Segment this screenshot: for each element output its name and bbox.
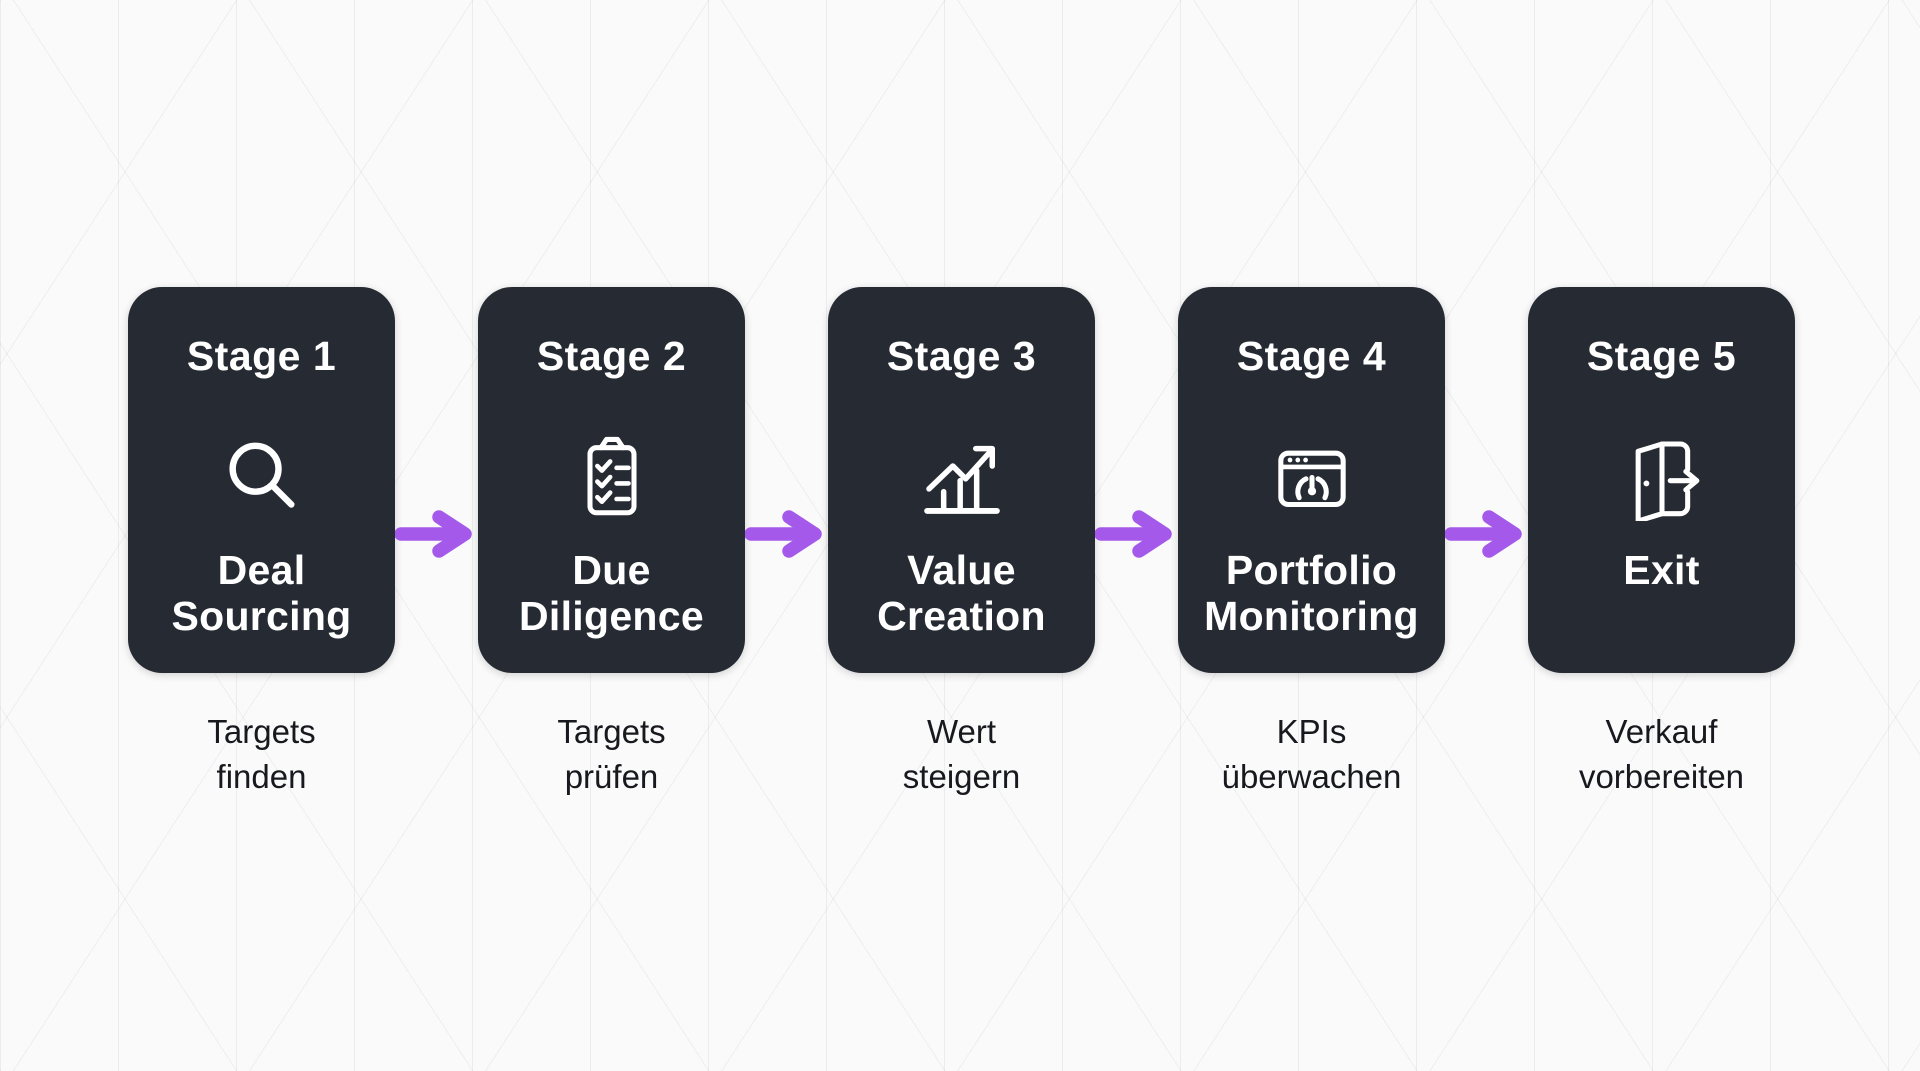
- stage-caption-line: prüfen: [564, 758, 659, 795]
- search-icon: [218, 433, 306, 521]
- stage-caption-line: Targets: [557, 713, 666, 750]
- stage-caption-line: überwachen: [1221, 758, 1402, 795]
- stage-card-2: Stage 2 Due Diligence: [478, 287, 745, 673]
- flow-arrow-icon: [1445, 510, 1522, 558]
- stage-column-3: Stage 3 Value Creation: [828, 287, 1095, 799]
- stage-title-line: Due: [572, 547, 651, 593]
- stage-caption: Verkauf vorbereiten: [1579, 709, 1744, 799]
- stage-number-label: Stage 1: [186, 333, 337, 379]
- stage-card-3: Stage 3 Value Creation: [828, 287, 1095, 673]
- stage-column-4: Stage 4 Portfolio: [1178, 287, 1445, 799]
- stage-caption: Wert steigern: [903, 709, 1020, 799]
- stage-caption-line: vorbereiten: [1578, 758, 1745, 795]
- stage-title-line: Value: [907, 547, 1016, 593]
- flow-arrow-icon: [395, 510, 472, 558]
- exit-door-icon: [1618, 433, 1706, 521]
- flow-arrow-icon: [745, 510, 822, 558]
- stage-number-label: Stage 2: [536, 333, 687, 379]
- stage-caption-line: steigern: [902, 758, 1021, 795]
- stage-card-4: Stage 4 Portfolio: [1178, 287, 1445, 673]
- stage-number-label: Stage 3: [886, 333, 1037, 379]
- process-flow: Stage 1 Deal Sourcing Targets finden: [128, 287, 1795, 799]
- stage-column-2: Stage 2 Due Diligence: [478, 287, 745, 799]
- stage-title: Value Creation: [877, 547, 1046, 639]
- stage-column-1: Stage 1 Deal Sourcing Targets finden: [128, 287, 395, 799]
- stage-column-5: Stage 5 Exit Verkauf: [1528, 287, 1795, 799]
- stage-caption: KPIs überwachen: [1222, 709, 1402, 799]
- stage-title-line: Exit: [1623, 547, 1700, 593]
- stage-caption-line: Wert: [926, 713, 997, 750]
- stage-title: Portfolio Monitoring: [1204, 547, 1419, 639]
- stage-title: Exit: [1623, 547, 1699, 639]
- stage-card-1: Stage 1 Deal Sourcing: [128, 287, 395, 673]
- stage-caption-line: Verkauf: [1605, 713, 1718, 750]
- stage-caption: Targets finden: [207, 709, 315, 799]
- stage-caption-line: KPIs: [1276, 713, 1347, 750]
- stage-title: Deal Sourcing: [171, 547, 351, 639]
- stage-card-5: Stage 5 Exit: [1528, 287, 1795, 673]
- stage-title-line: Sourcing: [171, 593, 352, 639]
- stage-caption-line: finden: [216, 758, 307, 795]
- stage-title-line: Monitoring: [1204, 593, 1419, 639]
- stage-title-line: Portfolio: [1225, 547, 1398, 593]
- stage-caption-line: Targets: [207, 713, 316, 750]
- stage-title-line: Creation: [877, 593, 1046, 639]
- checklist-clipboard-icon: [568, 433, 656, 521]
- stage-caption: Targets prüfen: [557, 709, 665, 799]
- flow-arrow-icon: [1095, 510, 1172, 558]
- stage-number-label: Stage 4: [1236, 333, 1387, 379]
- stage-number-label: Stage 5: [1586, 333, 1737, 379]
- growth-chart-icon: [918, 433, 1006, 521]
- dashboard-gauge-icon: [1268, 433, 1356, 521]
- stage-title: Due Diligence: [519, 547, 704, 639]
- stage-title-line: Diligence: [519, 593, 704, 639]
- stage-title-line: Deal: [217, 547, 306, 593]
